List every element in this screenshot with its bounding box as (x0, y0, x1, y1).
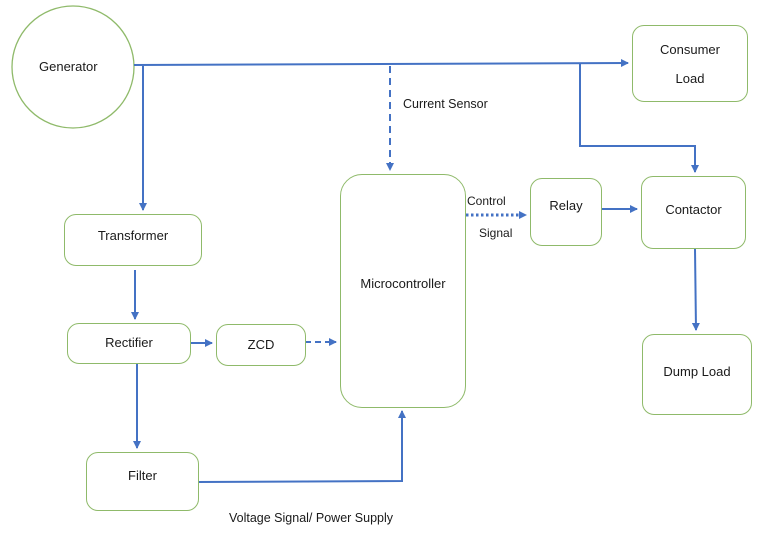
relay-node: Relay (530, 178, 602, 246)
dump-load-node: Dump Load (642, 334, 752, 415)
control-signal-label-line1: Control (467, 194, 506, 208)
control-signal-label-line2: Signal (479, 226, 513, 240)
generator-node-shape (11, 5, 135, 129)
zcd-node: ZCD (216, 324, 306, 366)
microcontroller-label: Microcontroller (360, 276, 446, 291)
filter-label: Filter (128, 468, 157, 483)
contactor-label: Contactor (665, 202, 722, 217)
contactor-node: Contactor (641, 176, 746, 249)
microcontroller-node: Microcontroller (340, 174, 466, 408)
dump-load-label: Dump Load (663, 364, 731, 379)
consumer-load-label-line2: Load (675, 70, 705, 86)
consumer-load-node: Consumer Load (632, 25, 748, 102)
rectifier-node: Rectifier (67, 323, 191, 364)
transformer-label: Transformer (97, 228, 169, 243)
relay-label: Relay (549, 198, 583, 213)
filter-node: Filter (86, 452, 199, 511)
rectifier-label: Rectifier (105, 335, 153, 350)
voltage-signal-label: Voltage Signal/ Power Supply (229, 511, 393, 525)
consumer-load-label-line1: Consumer (660, 41, 720, 57)
generator-node: Generator (39, 59, 98, 74)
transformer-node: Transformer (64, 214, 202, 266)
zcd-label: ZCD (247, 337, 275, 352)
edge-bus-contactor (579, 64, 699, 173)
edge-filter-microcontroller (197, 410, 406, 483)
current-sensor-label: Current Sensor (403, 97, 488, 111)
edge-contactor-dump-load (691, 248, 700, 331)
edge-generator-consumer-load (133, 59, 629, 68)
